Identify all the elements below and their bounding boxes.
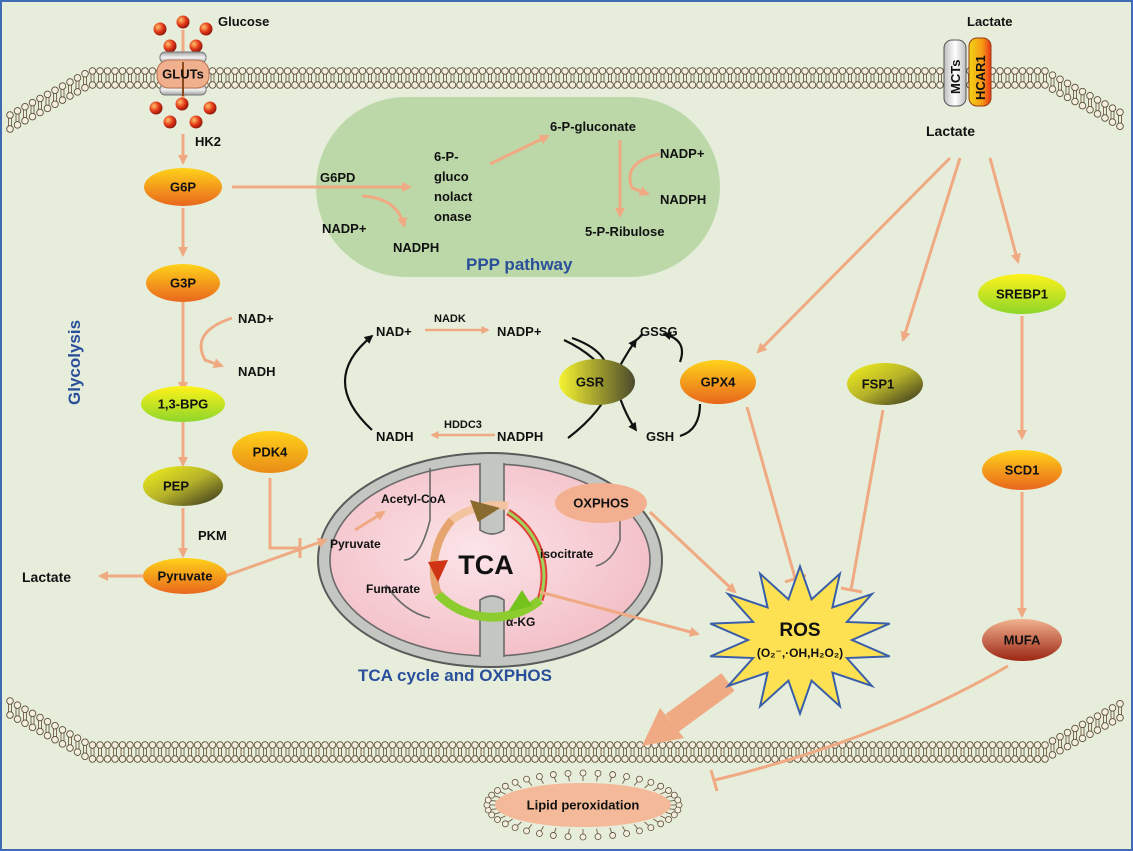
- oxphos-label: OXPHOS: [573, 496, 629, 511]
- lipid-peroxidation-node: Lipid peroxidation: [483, 769, 683, 841]
- nadh-label: NADH: [238, 364, 276, 379]
- gpx4-label: GPX4: [701, 375, 736, 390]
- svg-text:6-P-: 6-P-: [434, 149, 459, 164]
- tca-oxphos-title: TCA cycle and OXPHOS: [358, 666, 552, 685]
- mufa-label: MUFA: [1004, 633, 1041, 648]
- ros-to-lipid-arrow: [642, 673, 735, 746]
- cell-membrane-bottom: [6, 697, 1124, 763]
- lipid-peroxidation-label: Lipid peroxidation: [527, 798, 640, 813]
- tca-cycle-arrows: [428, 500, 548, 622]
- hk2-label: HK2: [195, 134, 221, 149]
- mito-pyruvate-label: Pyruvate: [330, 537, 381, 551]
- gluts-label: GLUTs: [162, 67, 204, 82]
- scd1-node: [982, 450, 1062, 490]
- isocitrate-label: isocitrate: [540, 547, 594, 561]
- gsr-label: GSR: [576, 375, 605, 390]
- pkm-label: PKM: [198, 528, 227, 543]
- ppp-nadph-label: NADPH: [393, 240, 439, 255]
- tca-label: TCA: [458, 550, 514, 580]
- g6pd-label: G6PD: [320, 170, 355, 185]
- acetyl-coa-label: Acetyl-CoA: [381, 492, 446, 506]
- lactate-extracellular-label: Lactate: [967, 14, 1013, 29]
- ros-starburst: ROS (O₂⁻,·OH,H₂O₂): [709, 563, 891, 717]
- gsr-node: [559, 359, 635, 405]
- gssg-label: GSSG: [640, 324, 678, 339]
- redox-nad-plus-label: NAD+: [376, 324, 412, 339]
- bpg-node: [141, 386, 225, 422]
- p-gluconate-label: 6-P-gluconate: [550, 119, 636, 134]
- svg-text:onase: onase: [434, 209, 472, 224]
- bpg-label: 1,3-BPG: [158, 397, 209, 412]
- inhibition-lines: [268, 406, 1009, 792]
- srebp1-node: [978, 274, 1066, 314]
- ppp-nadph-2-label: NADPH: [660, 192, 706, 207]
- mufa-node: [982, 619, 1062, 661]
- redox-nadph-label: NADPH: [497, 429, 543, 444]
- svg-text:nolact: nolact: [434, 189, 473, 204]
- mcts-transporter: MCTs: [943, 39, 967, 107]
- fsp1-node: [847, 363, 923, 405]
- gluts-transporter: GLUTs: [156, 51, 210, 96]
- ppp-pathway-title: PPP pathway: [466, 255, 573, 274]
- akg-label: α-KG: [506, 615, 535, 629]
- pyruvate-label: Pyruvate: [158, 569, 213, 584]
- pep-label: PEP: [163, 479, 189, 494]
- glycolysis-title: Glycolysis: [65, 320, 84, 405]
- gpx4-node: [680, 360, 756, 404]
- fumarate-label: Fumarate: [366, 582, 420, 596]
- gluconolactonase-label: 6-P- gluco nolact onase: [434, 149, 473, 224]
- lactate-intracellular-label: Lactate: [926, 123, 975, 139]
- pdk4-node: [232, 431, 308, 473]
- ros-species-label: (O₂⁻,·OH,H₂O₂): [757, 646, 843, 660]
- ppp-nadp-plus-label: NADP+: [322, 221, 367, 236]
- pathway-arrows: [97, 30, 1028, 637]
- pyruvate-node: [143, 558, 227, 594]
- ros-label: ROS: [779, 620, 820, 641]
- pdk4-label: PDK4: [253, 445, 288, 460]
- glucose-label: Glucose: [218, 14, 269, 29]
- mcts-label: MCTs: [948, 60, 963, 94]
- g6p-label: G6P: [170, 180, 196, 195]
- pep-node: [143, 466, 223, 506]
- svg-text:gluco: gluco: [434, 169, 469, 184]
- g3p-label: G3P: [170, 276, 196, 291]
- nadk-label: NADK: [434, 313, 466, 325]
- hddc3-label: HDDC3: [444, 419, 482, 431]
- nad-plus-label: NAD+: [238, 311, 274, 326]
- ribulose-label: 5-P-Ribulose: [585, 224, 664, 239]
- scd1-label: SCD1: [1005, 463, 1040, 478]
- glucose-molecules: [149, 15, 217, 129]
- lactate-output-label: Lactate: [22, 569, 71, 585]
- srebp1-label: SREBP1: [996, 287, 1048, 302]
- hcar1-receptor: HCAR1: [968, 37, 992, 107]
- g3p-node: [146, 264, 220, 302]
- ppp-nadp-plus-2-label: NADP+: [660, 146, 705, 161]
- hcar1-label: HCAR1: [973, 55, 988, 100]
- g6p-node: [144, 168, 222, 206]
- fsp1-label: FSP1: [862, 377, 895, 392]
- redox-nadp-plus-label: NADP+: [497, 324, 542, 339]
- oxphos-node: [555, 483, 647, 523]
- redox-nadh-label: NADH: [376, 429, 414, 444]
- gsh-label: GSH: [646, 429, 674, 444]
